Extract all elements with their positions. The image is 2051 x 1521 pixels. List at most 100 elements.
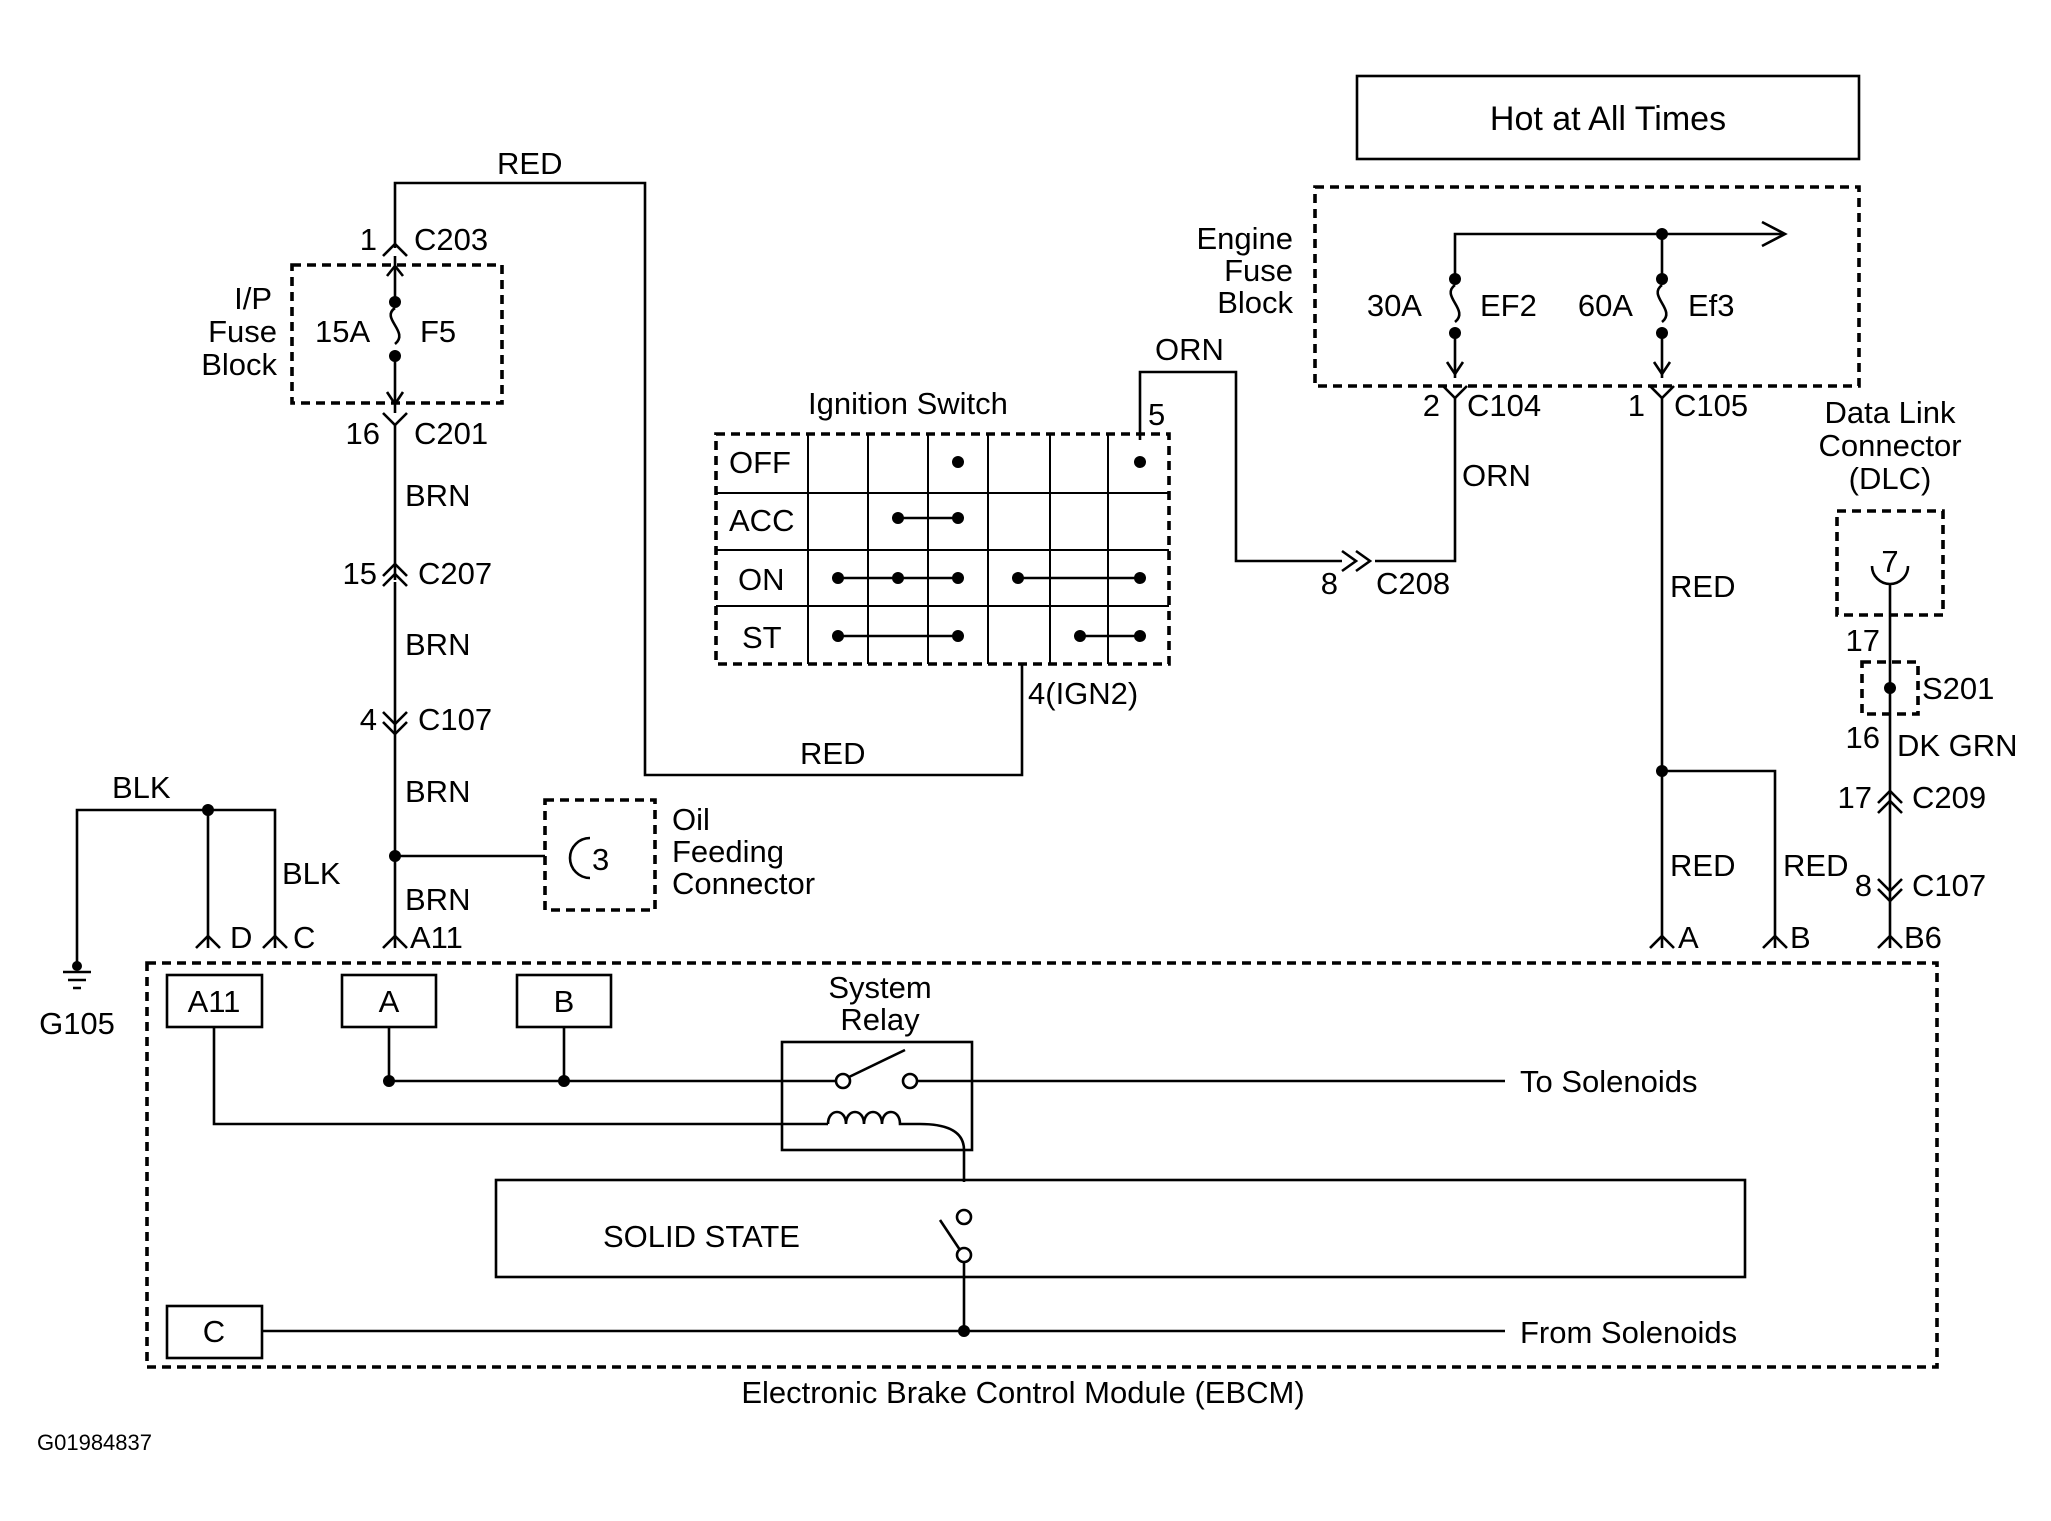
solid-state-block	[494, 1178, 1747, 1279]
pin-b6-icon	[1877, 934, 1903, 949]
ground-label: G105	[39, 1006, 115, 1041]
switch-contact	[1134, 630, 1146, 642]
c104-label: C104	[1467, 388, 1541, 423]
c208-connector-icon	[1341, 549, 1373, 573]
engine-fuse-block-label-3: Block	[1217, 285, 1293, 320]
c209-label: C209	[1912, 780, 1986, 815]
ign2-label: 4(IGN2)	[1028, 676, 1138, 711]
system-relay	[780, 1040, 974, 1152]
oil-connector-socket-icon	[568, 836, 591, 880]
ebcm-terminal-a-label: A	[379, 984, 400, 1019]
f5-arrow-in-icon	[385, 263, 405, 277]
c107b-pin: 8	[1855, 868, 1872, 903]
ebcm-terminal-c	[165, 1304, 264, 1360]
ip-fuse-block-label-3: Block	[201, 347, 277, 382]
c105-label: C105	[1674, 388, 1748, 423]
s201-splice-dot	[1884, 682, 1896, 694]
c107-connector-icon	[382, 711, 408, 736]
figure-id: G01984837	[37, 1430, 152, 1455]
ebcm-terminal-c-label: C	[203, 1314, 225, 1349]
dlc-pin: 7	[1881, 544, 1898, 579]
engine-fuse-block-label-2: Fuse	[1224, 253, 1293, 288]
oil-connector-pin: 3	[592, 842, 609, 877]
pin-b-icon	[1762, 934, 1788, 949]
switch-contact	[1074, 630, 1086, 642]
c207-connector-icon	[382, 562, 408, 587]
c105-connector-icon	[1649, 385, 1675, 400]
blk-label-top: BLK	[112, 770, 171, 805]
brn-label-1: BRN	[405, 478, 470, 513]
ip-fuse-block-label-1: I/P	[234, 281, 272, 316]
ef2-fuse-dot-top	[1449, 273, 1461, 285]
c203-connector-icon	[382, 242, 408, 257]
switch-contact	[952, 630, 964, 642]
pin-b-label: B	[1790, 920, 1811, 955]
brn-label-4: BRN	[405, 882, 470, 917]
c203-label: C203	[414, 222, 488, 257]
s201-pin-bottom: 16	[1846, 720, 1880, 755]
ignition-switch-grid	[716, 434, 1169, 664]
brn-label-2: BRN	[405, 627, 470, 662]
ef3-name: Ef3	[1688, 288, 1735, 323]
hot-at-all-times-box	[1355, 74, 1861, 161]
system-relay-label-1: System	[828, 970, 931, 1005]
pin-a-label: A	[1678, 920, 1699, 955]
s201-splice	[1860, 660, 1920, 716]
engine-fuse-bus	[1453, 232, 1785, 278]
dlc-label-2: Connector	[1818, 428, 1961, 463]
c209-connector-icon	[1877, 789, 1903, 814]
relay-contact-right	[901, 1072, 919, 1090]
s201-label: S201	[1922, 671, 1994, 706]
ebcm-terminal-b	[515, 973, 613, 1029]
ebcm-module	[145, 961, 1939, 1369]
switch-contact	[952, 572, 964, 584]
orn-wire-c104	[1375, 398, 1457, 563]
oil-label-1: Oil	[672, 802, 710, 837]
brn-label-3: BRN	[405, 774, 470, 809]
c207-pin: 15	[343, 556, 377, 591]
switch-contact	[1012, 572, 1024, 584]
ebcm-terminal-b-label: B	[554, 984, 575, 1019]
relay-coil-icon	[826, 1110, 966, 1151]
blk-junction	[202, 804, 214, 816]
switch-contact	[952, 512, 964, 524]
c209-pin: 17	[1838, 780, 1872, 815]
from-solenoids-junction	[958, 1325, 970, 1337]
red-junction	[1656, 765, 1668, 777]
red-wire-c105	[1660, 398, 1777, 948]
red-label-c105: RED	[1670, 569, 1735, 604]
orn-label-right: ORN	[1462, 458, 1531, 493]
c107-label: C107	[418, 702, 492, 737]
ef3-fuse-dot-top	[1656, 273, 1668, 285]
relay-contact-left	[834, 1072, 852, 1090]
s201-pin-top: 17	[1846, 623, 1880, 658]
c107-pin: 4	[360, 702, 377, 737]
f5-rating: 15A	[315, 314, 370, 349]
pin-b6-label: B6	[1904, 920, 1942, 955]
red-label-a: RED	[1670, 848, 1735, 883]
relay-feed-junction-b	[558, 1075, 570, 1087]
c107b-connector-icon	[1877, 878, 1903, 903]
switch-contact	[832, 572, 844, 584]
dlc-label-1: Data Link	[1825, 395, 1956, 430]
ef3-rating: 60A	[1578, 288, 1633, 323]
f5-name: F5	[420, 314, 456, 349]
f5-fuse-icon	[389, 306, 401, 346]
c207-gap	[391, 580, 399, 582]
ef3-arrow-icon	[1652, 361, 1672, 377]
ignition-switch-label: Ignition Switch	[808, 386, 1008, 421]
switch-contact	[832, 630, 844, 642]
pin-a11-label: A11	[410, 920, 463, 955]
switch-contact	[1134, 572, 1146, 584]
oil-label-3: Connector	[672, 866, 815, 901]
oil-feeding-connector	[543, 798, 657, 912]
from-solenoids-label: From Solenoids	[1520, 1315, 1737, 1350]
c201-connector-icon	[382, 412, 408, 427]
ground-icon	[63, 970, 91, 990]
dk-grn-label: DK GRN	[1897, 728, 2018, 763]
ground-dot	[72, 961, 82, 971]
blk-wire	[75, 808, 277, 964]
red-label-b: RED	[1783, 848, 1848, 883]
engine-fuse-block-label-1: Engine	[1196, 221, 1293, 256]
c201-pin: 16	[346, 416, 380, 451]
